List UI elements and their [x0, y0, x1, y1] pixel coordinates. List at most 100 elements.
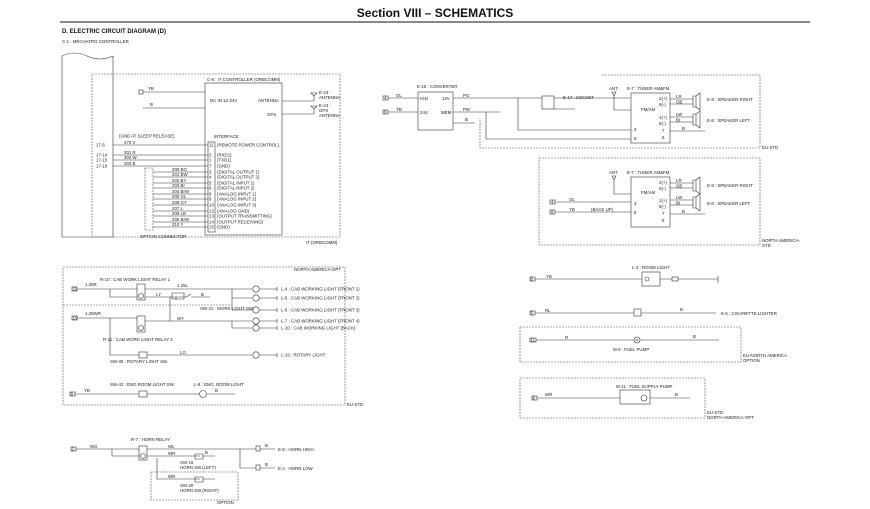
work-light-label: L-6 : CAB WORKING LIGHT (FRONT 3) [281, 308, 360, 313]
pin-number: 14 [209, 220, 214, 225]
controller-pin: 17-5 [96, 143, 105, 148]
region-label: EU-NORTH AMERICA [743, 353, 787, 358]
connector-no: 9 [531, 277, 534, 282]
fuse-icon [633, 308, 642, 317]
pin-label: 8 [662, 135, 665, 140]
lamp-icon [252, 294, 260, 302]
pin-number: 4 [209, 175, 212, 180]
pin-label: 6(-) [659, 102, 666, 107]
sw20-label: SW-20 [180, 483, 194, 488]
pin-label: 5(-) [659, 121, 666, 126]
fuel-pump-label: M-9 : FUEL PUMP [613, 347, 649, 352]
tuner-box [630, 176, 671, 228]
pin-number: 9 [209, 197, 212, 202]
e24-label: ANTENNA [319, 113, 340, 118]
region-label: OPTION [743, 358, 760, 363]
pin-label: 3 [634, 127, 637, 132]
region-label: STD [762, 243, 771, 248]
relay-icon [136, 283, 146, 301]
work-light-label: L-15 : ROTARY LIGHT [281, 353, 326, 358]
connector-no: 4 [384, 96, 387, 101]
speaker-icon [670, 92, 705, 132]
e23-label: E-23 : [319, 90, 331, 95]
wire-label: B [680, 307, 683, 312]
wire [259, 296, 278, 300]
pin-label: 5(-) [659, 204, 666, 209]
work-light-label: L-5 : CAB WORKING LIGHT (FRONT 2) [281, 296, 360, 301]
wire-label: LR [676, 94, 682, 99]
wire-label: B [265, 443, 268, 448]
wire-label: OL [569, 197, 575, 202]
wire-label: WG [90, 444, 98, 449]
interface-label: INTERFACE [214, 134, 239, 139]
radio-na-section: ANT. E-7 : TUNER AM&FM FM/AM 2(+) 6(-) 1… [538, 157, 801, 248]
wire-label: 201 BW [172, 172, 188, 177]
sw21-label: SW-21 : WORK LIGHT SW. [200, 306, 254, 311]
region-label: NORTH AMERICA-OPT [294, 267, 341, 272]
wire-label: YB [84, 388, 90, 393]
cigarette-lighter-label: E-6 : CIGARETTE LIGHTER [721, 311, 777, 316]
motor-icon [633, 336, 641, 344]
region-label: NORTH AMERICA- [762, 238, 801, 243]
pin-label: (ANALOG INPUT 1) [217, 192, 257, 197]
it-controller-section: C-6 : IT CONTROLLER (ORBCOMM) YB B DC IN… [91, 73, 341, 245]
pin-label: (ANALOG INPUT 3) [217, 203, 257, 208]
pin-label: (REMOTE POWER CONTROL) [217, 143, 280, 148]
wire-label: R [565, 335, 568, 340]
switch-icon [138, 351, 148, 359]
pin-label: (GND) [217, 164, 230, 169]
antenna-icon [611, 175, 631, 195]
radio-eu-section: E-16 : CONVERTER 4 9 OL YB IGN 24V 12V M… [382, 74, 778, 150]
horn-relay-label: R-7 : HORN RELAY [131, 437, 170, 442]
pin-label: (RXD1) [217, 153, 232, 158]
sw15-label: SW-15 [180, 460, 194, 465]
work-light-label: L-4 : CAB WORKING LIGHT (FRONT 1) [281, 287, 360, 292]
pin-label: (DIGITAL INPUT 2) [217, 186, 255, 191]
wire-label: 200 BG [172, 167, 187, 172]
connector-no: 11 [531, 338, 536, 343]
wire-label: LW [676, 195, 683, 200]
pin-number: 10 [209, 203, 214, 208]
wire-label: 209 BrW [172, 217, 190, 222]
wire-label: LW [676, 112, 683, 117]
region-label: IT (ORBCOMM) [306, 240, 338, 245]
sw15-label: HORN SW.(LEFT) [180, 465, 216, 470]
speaker-left-label: E-8 : SPEAKER LEFT [707, 201, 751, 206]
connector-no: 2 [72, 447, 75, 452]
wire-label: WR [545, 392, 552, 397]
pin-label: (OUTPUT TRANSMITTING) [217, 214, 272, 219]
pin-number: 1 [209, 158, 212, 163]
sw30-label: SW-30 : ROTARY LIGHT SW. [110, 359, 168, 364]
relay2-label: R-11 : CAB WORK LIGHT RELAY 2 [103, 337, 173, 342]
wire-label: WL [168, 444, 175, 449]
wire-label: 1.25L [177, 283, 189, 288]
pin-label: MEM [441, 110, 452, 115]
speaker-left-label: E-8 : SPEAKER LEFT [707, 118, 751, 123]
tuner-title: E-7 : TUNER AM&FM [627, 86, 670, 91]
relay-icon [138, 445, 148, 461]
controller-pin: 17-14 [96, 153, 108, 158]
pin-label: (ANALOG GND) [217, 209, 250, 214]
wire-label: B [675, 392, 678, 397]
it-controller-title: C-6 : IT CONTROLLER (ORBCOMM) [207, 77, 281, 82]
wire-label: 202 BY [172, 178, 186, 183]
pin-label: 7 [662, 128, 665, 133]
tuner-mode: FM/AM [641, 107, 655, 112]
lamp-icon [252, 317, 260, 325]
wire-label: PW [463, 107, 471, 112]
wire-label: B [693, 334, 696, 339]
pin-label: 8 [634, 136, 637, 141]
pin-number: 11 [209, 143, 214, 148]
wire-label: YB [569, 207, 575, 212]
pin-label: (GND) [217, 225, 230, 230]
lamp-icon [199, 390, 207, 398]
wire-label: B [215, 388, 218, 393]
horn-icon [255, 445, 261, 452]
wire-label: 208 LB [172, 211, 186, 216]
region-label: NORTH AMERICA-OPT [707, 415, 754, 420]
antenna-icon [611, 91, 631, 111]
wire-label: 1.25R [85, 282, 97, 287]
pin-number: 5 [209, 181, 212, 186]
region-label: EU-STD [762, 145, 778, 150]
work-light-section: NORTH AMERICA-OPT R-10 : CAB WORK LIGHT … [62, 266, 363, 407]
